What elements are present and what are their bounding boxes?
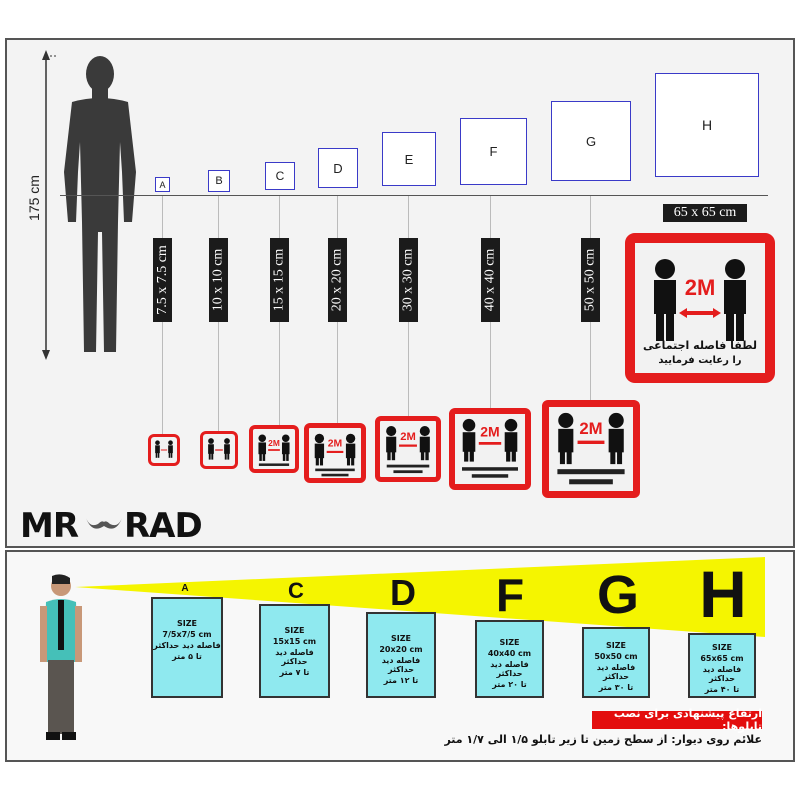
people-icon: 2M — [557, 412, 625, 485]
svg-text:2M: 2M — [579, 419, 602, 438]
letter-c: C — [288, 578, 304, 603]
dimension-tag-e: 30 x 30 cm — [399, 238, 418, 322]
size-box-f: F — [460, 118, 527, 185]
dimension-tag-g: 50 x 50 cm — [581, 238, 600, 322]
poster-h: SIZE 65x65 cm فاصله دید حداکثر تا ۴۰ متر — [688, 633, 756, 698]
height-label: 175 cm — [26, 175, 42, 221]
dimension-tag-f: 40 x 40 cm — [481, 238, 500, 322]
letter-f: F — [495, 569, 525, 621]
distance-label: 2M — [684, 275, 716, 300]
sign-a — [148, 434, 180, 466]
poster-c: SIZE 15x15 cm فاصله دید حداکثر تا ۷ متر — [259, 604, 330, 698]
poster-f: SIZE 40x40 cm فاصله دید حداکثر تا ۲۰ متر — [475, 620, 544, 698]
svg-text:2M: 2M — [328, 439, 342, 450]
human-silhouette-icon — [64, 56, 136, 352]
poster-d: SIZE 20x20 cm فاصله دید حداکثر تا ۱۲ متر — [366, 612, 436, 698]
people-icon — [155, 440, 173, 458]
person-figure-icon — [40, 574, 82, 740]
size-box-d: D — [318, 148, 358, 188]
people-icon — [654, 259, 746, 341]
letter-d: D — [390, 572, 416, 613]
dimension-tag-b: 10 x 10 cm — [209, 238, 228, 322]
sign-d: 2M — [304, 423, 366, 483]
dimension-tag-c: 15 x 15 cm — [270, 238, 289, 322]
sign-c: 2M — [249, 425, 299, 473]
eye-level-line — [60, 195, 768, 196]
mustache-icon — [86, 518, 122, 529]
size-box-h: H — [655, 73, 759, 177]
svg-text:2M: 2M — [268, 438, 280, 448]
install-height-heading: ارتفاع پیشنهادی برای نصب تابلوها: — [592, 707, 762, 733]
letter-h: H — [699, 557, 747, 631]
size-box-g: G — [551, 101, 631, 181]
letter-g: G — [596, 565, 639, 625]
sign-f: 2M — [449, 408, 531, 490]
sign-e: 2M — [375, 416, 441, 482]
sign-b — [200, 431, 238, 469]
poster-g: SIZE 50x50 cm فاصله دید حداکثر تا ۳۰ متر — [582, 627, 650, 698]
sight-beam — [75, 557, 765, 637]
poster-a: SIZE 7/5x7/5 cm فاصله دید حداکثر تا ۵ مت… — [151, 597, 223, 698]
dimension-tag-d: 20 x 20 cm — [328, 238, 347, 322]
size-box-e: E — [382, 132, 436, 186]
size-box-a: A — [155, 177, 170, 192]
height-dimension-line — [42, 50, 56, 360]
logo-right: RAD — [124, 506, 203, 546]
size-box-c: C — [265, 162, 295, 190]
dimension-tag-h: 65 x 65 cm — [663, 204, 747, 222]
install-height-note: علائم روی دیوار: از سطح زمین تا زیر تابل… — [444, 733, 762, 746]
sign-h: 2M لطفاً فاصله اجتماعی را رعایت فرمایید — [625, 233, 775, 383]
logo-left: MR — [20, 506, 79, 546]
people-icon — [208, 438, 230, 460]
people-icon: 2M — [258, 434, 290, 466]
people-icon: 2M — [386, 426, 430, 474]
dimension-tag-a: 7.5 x 7.5 cm — [153, 238, 172, 322]
sign-text-line2: را رعایت فرمایید — [658, 355, 742, 366]
people-icon: 2M — [314, 433, 356, 477]
svg-text:2M: 2M — [400, 431, 416, 443]
letter-a: A — [181, 583, 189, 594]
sign-text-line1: لطفاً فاصله اجتماعی — [642, 339, 757, 352]
sign-g: 2M — [542, 400, 640, 498]
size-box-b: B — [208, 170, 230, 192]
logo: MR RAD — [20, 506, 203, 546]
svg-text:2M: 2M — [480, 423, 499, 439]
people-icon: 2M — [462, 418, 518, 478]
